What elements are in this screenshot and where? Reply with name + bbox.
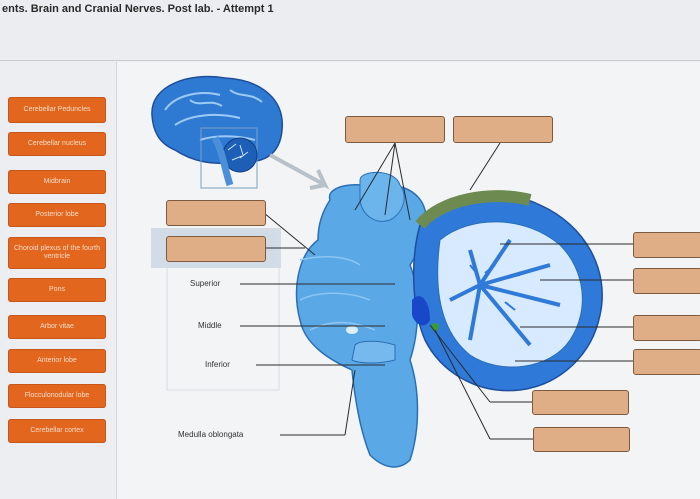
- answer-slot-6[interactable]: [633, 268, 700, 294]
- term-cerebellar-peduncles[interactable]: Cerebellar Peduncles: [8, 97, 106, 123]
- answer-slot-2[interactable]: [453, 116, 553, 143]
- answer-slot-4[interactable]: [166, 236, 266, 262]
- page-title: ents. Brain and Cranial Nerves. Post lab…: [2, 3, 274, 15]
- label-superior: Superior: [190, 279, 221, 288]
- term-choroid-plexus[interactable]: Choroid plexus of the fourth ventricle: [8, 237, 106, 269]
- label-middle: Middle: [198, 321, 222, 330]
- term-cerebellar-nucleus[interactable]: Cerebellar nucleus: [8, 132, 106, 156]
- brainstem-illustration: [295, 171, 427, 468]
- answer-slot-5[interactable]: [633, 232, 700, 258]
- term-flocculonodular-lobe[interactable]: Flocculonodular lobe: [8, 384, 106, 408]
- term-midbrain[interactable]: Midbrain: [8, 170, 106, 194]
- answer-slot-9[interactable]: [532, 390, 629, 415]
- label-inferior: Inferior: [205, 360, 230, 369]
- answer-slot-1[interactable]: [345, 116, 445, 143]
- leader-lines: [240, 142, 633, 440]
- term-arbor-vitae[interactable]: Arbor vitae: [8, 315, 106, 339]
- whole-brain-icon: [151, 75, 283, 189]
- divider: [0, 60, 700, 61]
- term-cerebellar-cortex[interactable]: Cerebellar cortex: [8, 419, 106, 443]
- answer-slot-3[interactable]: [166, 200, 266, 226]
- term-anterior-lobe[interactable]: Anterior lobe: [8, 349, 106, 373]
- answer-slot-7[interactable]: [633, 315, 700, 341]
- term-pons[interactable]: Pons: [8, 278, 106, 302]
- term-bank: Cerebellar Peduncles Cerebellar nucleus …: [0, 62, 117, 499]
- label-medulla-oblongata: Medulla oblongata: [178, 430, 244, 439]
- answer-slot-10[interactable]: [533, 427, 630, 452]
- answer-slot-8[interactable]: [633, 349, 700, 375]
- term-posterior-lobe[interactable]: Posterior lobe: [8, 203, 106, 227]
